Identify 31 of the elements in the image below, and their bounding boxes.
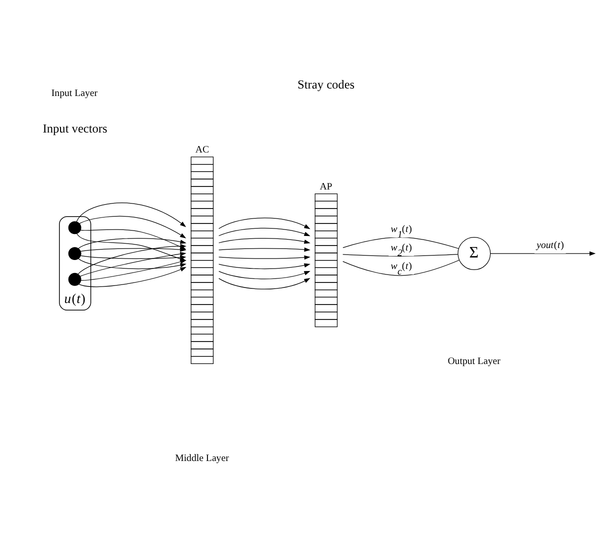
arrow — [80, 247, 186, 252]
arrow — [218, 247, 310, 252]
node-circle — [68, 247, 82, 260]
arrow — [490, 251, 596, 256]
edge-label: yout(t) — [536, 240, 564, 251]
arrow — [78, 258, 186, 270]
node-circle — [68, 272, 82, 286]
node-label: u(t) — [64, 291, 86, 306]
arrow — [218, 255, 310, 260]
arrow — [218, 263, 310, 270]
arrow — [78, 267, 186, 288]
label: Output Layer — [448, 356, 500, 368]
node-circle: Σ — [458, 237, 491, 270]
label: Input vectors — [42, 121, 108, 136]
arrow — [218, 228, 310, 236]
arrow — [76, 202, 186, 228]
arrow — [218, 218, 310, 230]
label: Middle Layer — [175, 452, 229, 464]
node-label: AC — [195, 144, 210, 156]
arrow — [218, 238, 310, 244]
node-label: AP — [320, 181, 332, 192]
label: Input Layer — [51, 88, 98, 99]
arrow — [218, 271, 310, 280]
connector — [342, 254, 458, 256]
arrow — [218, 278, 310, 290]
node-circle — [68, 221, 82, 234]
arrow — [79, 216, 186, 238]
arrow — [80, 260, 186, 281]
cluster — [59, 216, 92, 311]
label: Stray codes — [298, 78, 355, 92]
connector — [342, 237, 460, 249]
